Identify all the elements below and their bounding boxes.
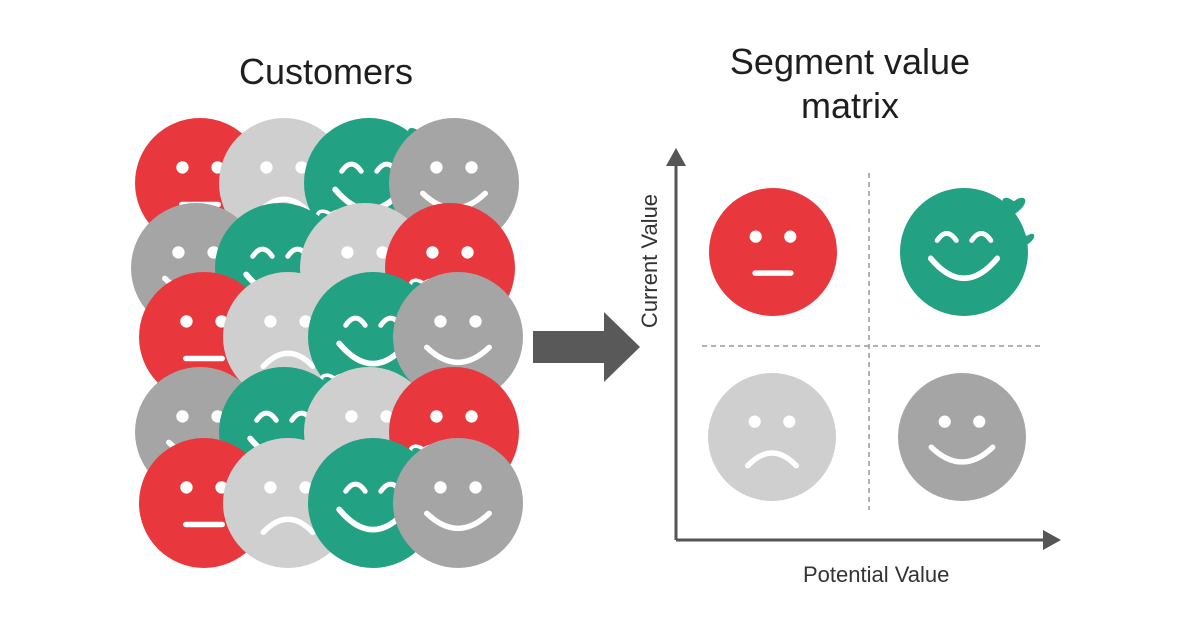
matrix-title: Segment value matrix xyxy=(690,40,1010,128)
x-axis-arrowhead xyxy=(1043,530,1061,550)
y-axis-label: Current Value xyxy=(637,193,662,329)
matrix-top-left-neutral-face-icon xyxy=(709,188,837,316)
segment-matrix xyxy=(708,188,1037,501)
flow-arrow-icon xyxy=(533,312,640,382)
customer-smile-face-icon xyxy=(393,438,523,568)
customer-crowd xyxy=(131,118,523,568)
matrix-title-line2: matrix xyxy=(801,85,899,126)
y-axis-arrowhead xyxy=(666,148,686,166)
matrix-title-line1: Segment value xyxy=(729,41,971,82)
customer-smile-face-icon xyxy=(393,272,523,402)
customers-title: Customers xyxy=(238,51,414,92)
matrix-bottom-left-sad-face-icon xyxy=(708,373,836,501)
matrix-top-right-happy-heart-face-icon xyxy=(900,188,1037,316)
matrix-axes xyxy=(666,148,1061,550)
matrix-bottom-right-smile-face-icon xyxy=(898,373,1026,501)
x-axis-label: Potential Value xyxy=(803,562,950,587)
